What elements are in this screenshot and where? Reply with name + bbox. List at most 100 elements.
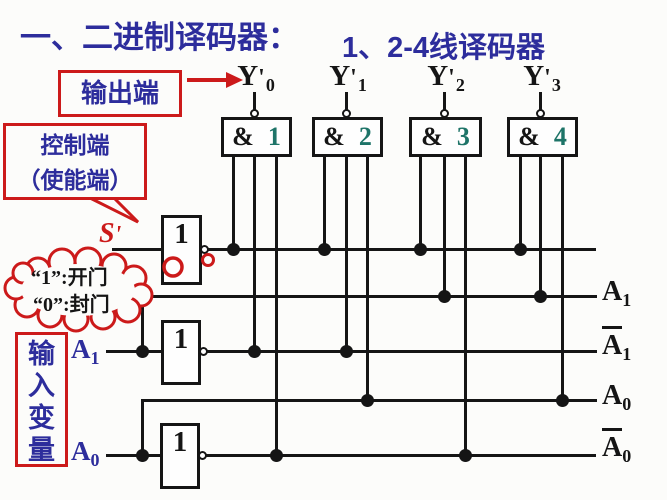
junction-dot (136, 449, 149, 462)
wire-g1-in-s (232, 150, 235, 251)
label-sub: 1 (357, 75, 367, 95)
and-gate-4: &4 (507, 117, 578, 157)
junction-dot (136, 345, 149, 358)
wire-a1-up (141, 295, 144, 353)
bubble-enable-inverter (200, 245, 209, 254)
wire-g4-in-s (519, 150, 522, 251)
label-base: A (71, 436, 91, 466)
gate-number: 4 (553, 122, 567, 151)
cloud-text-open: “1”:开门 (31, 267, 108, 289)
and-symbol: & (421, 122, 443, 151)
wire-s-bus (204, 248, 596, 251)
and-symbol: & (518, 122, 540, 151)
label-prime: ' (114, 222, 123, 248)
callout-control-terminal: 控制端 （使能端） (3, 123, 147, 200)
and-gate-3: &3 (409, 117, 482, 157)
label-output-y2: Y'2 (421, 60, 471, 96)
wire-g3-in-a1 (443, 150, 446, 298)
label-base: A (71, 334, 91, 364)
label-sub: 0 (90, 450, 100, 470)
junction-dot (248, 345, 261, 358)
label-sub: 2 (455, 75, 465, 95)
bubble-gate3-output (440, 109, 449, 118)
bubble-a0-inverter (198, 451, 207, 460)
wire-a1bar-bus (203, 350, 597, 353)
junction-dot (414, 243, 427, 256)
wire-a1-bus (141, 295, 597, 298)
junction-dot (318, 243, 331, 256)
label-sub: 1 (90, 348, 100, 368)
red-circle-annotation (201, 253, 215, 267)
gate-number: 3 (456, 122, 470, 151)
wire-y0-out (253, 92, 256, 114)
label-sub: 0 (265, 75, 275, 95)
and-gate-2: &2 (312, 117, 383, 157)
label-bus-a1bar: A1 (602, 326, 632, 365)
label-input-a1: A1 (71, 334, 100, 369)
label-input-a0: A0 (71, 436, 100, 471)
label-output-y0: Y'0 (231, 60, 281, 96)
label-output-y3: Y'3 (517, 60, 567, 96)
wire-g2-in-a1bar (345, 150, 348, 353)
wire-g2-in-a0 (366, 150, 369, 402)
inverter-label: 1 (173, 323, 189, 355)
and-gate-1: &1 (221, 117, 292, 157)
label-output-y1: Y'1 (323, 60, 373, 96)
input-vars-char: 入 (28, 371, 55, 401)
input-vars-char: 量 (28, 435, 55, 465)
inverter-enable: 1 (161, 215, 202, 285)
wire-y2-out (443, 92, 446, 114)
and-symbol: & (323, 122, 345, 151)
label-prime: ' (544, 65, 552, 91)
inverter-label: 1 (174, 218, 189, 250)
input-vars-char: 变 (28, 403, 55, 433)
junction-dot (514, 243, 527, 256)
junction-dot (438, 290, 451, 303)
junction-dot (361, 394, 374, 407)
label-base-overline: A (602, 326, 623, 361)
input-vars-char: 输 (28, 339, 55, 369)
callout-control-line1: 控制端 (40, 132, 110, 158)
wire-y1-out (345, 92, 348, 114)
wire-enable-input (112, 248, 161, 251)
label-sub: 0 (622, 446, 632, 466)
inverter-a1: 1 (161, 320, 201, 385)
junction-dot (227, 243, 240, 256)
wire-g4-in-a1 (539, 150, 542, 298)
label-base: A (602, 380, 623, 411)
label-sub: 1 (622, 344, 632, 364)
wire-a0-up (141, 399, 144, 457)
wire-g3-in-s (419, 150, 422, 251)
wire-y3-out (539, 92, 542, 114)
junction-dot (459, 449, 472, 462)
junction-dot (340, 345, 353, 358)
wire-g2-in-s (323, 150, 326, 251)
junction-dot (270, 449, 283, 462)
label-bus-a0: A0 (602, 380, 631, 415)
label-base: Y (237, 60, 259, 92)
label-prime: ' (258, 65, 266, 91)
bubble-a1-inverter (199, 347, 208, 356)
inverter-label: 1 (172, 426, 188, 458)
bubble-gate2-output (342, 109, 351, 118)
label-prime: ' (448, 65, 456, 91)
wire-g1-in-a0bar (275, 150, 278, 457)
wire-g4-in-a0 (561, 150, 564, 402)
callout-input-variables: 输 入 变 量 (15, 332, 68, 467)
wire-a1-input (106, 350, 162, 353)
bubble-gate1-output (250, 109, 259, 118)
wire-g1-in-a1bar (253, 150, 256, 353)
label-sub: 3 (551, 75, 561, 95)
gate-number: 2 (358, 122, 372, 151)
label-base: Y (329, 60, 351, 92)
gate-number: 1 (267, 122, 281, 151)
label-sub: 0 (622, 394, 632, 414)
label-sub: 1 (622, 290, 632, 310)
label-base: Y (523, 60, 545, 92)
label-prime: ' (350, 65, 358, 91)
label-base: S (99, 218, 115, 249)
and-symbol: & (232, 122, 254, 151)
label-bus-a0bar: A0 (602, 428, 632, 467)
label-bus-a1: A1 (602, 276, 631, 311)
